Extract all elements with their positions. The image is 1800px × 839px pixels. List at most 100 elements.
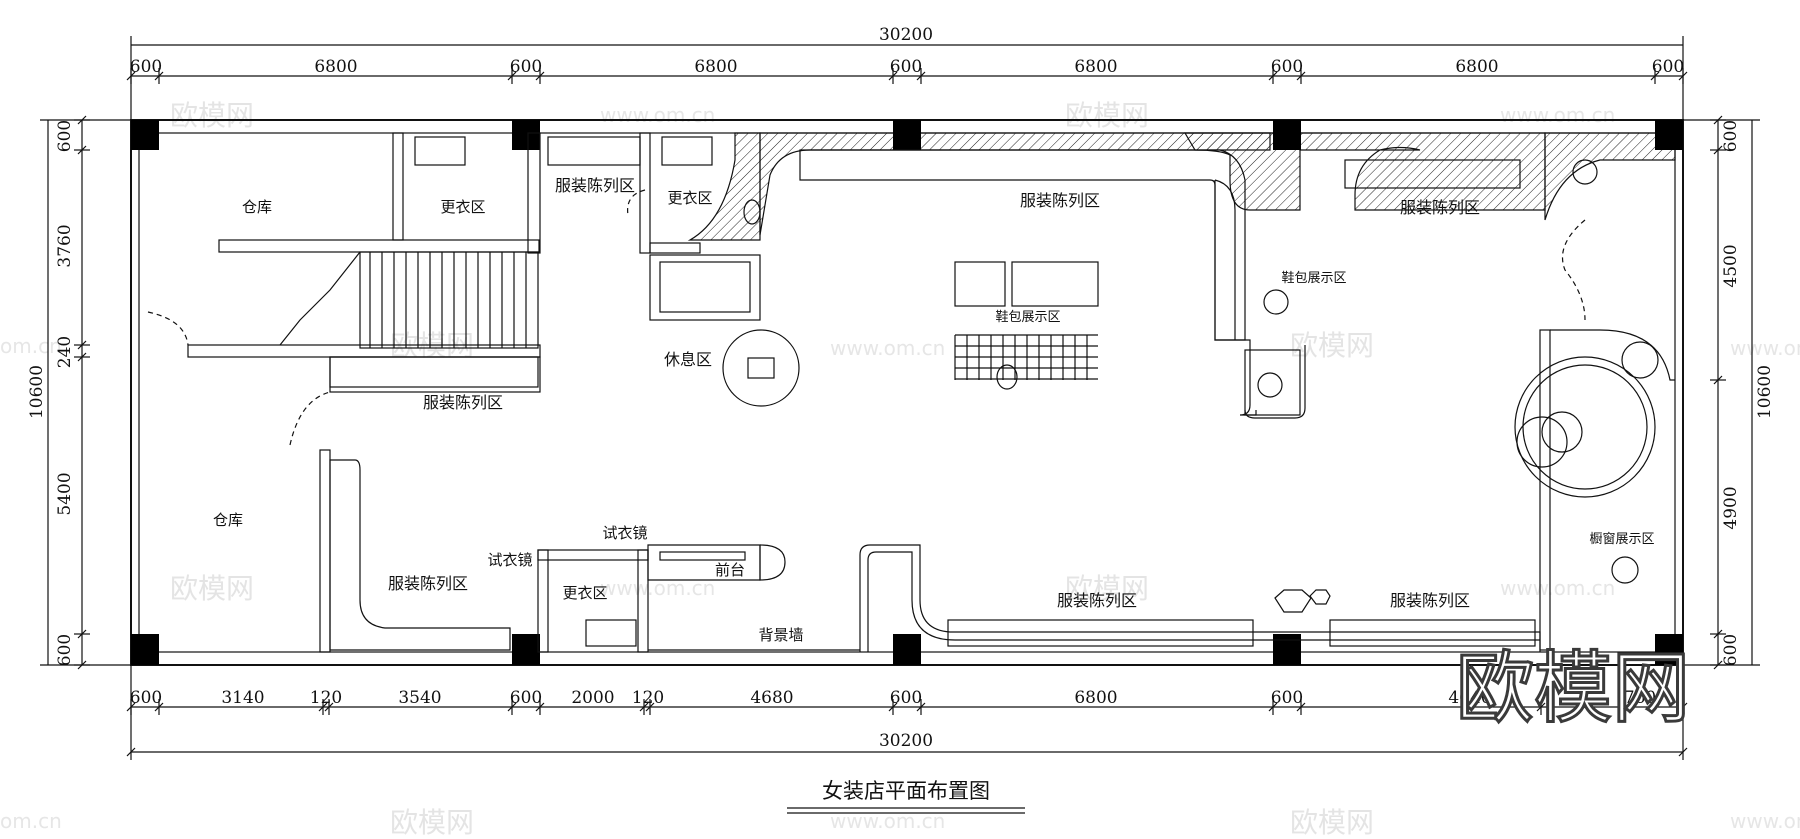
- label-clothing-top-right: 服装陈列区: [1400, 198, 1480, 217]
- dim-top: 6800: [1455, 57, 1498, 77]
- tick-mark: [1713, 375, 1723, 385]
- tick-mark: [639, 702, 649, 712]
- watermark-url: om.cn: [0, 809, 62, 833]
- dim-bottom: 3540: [398, 688, 441, 708]
- tick-mark: [888, 71, 898, 81]
- dim-right: 4500: [1721, 244, 1741, 287]
- label-shoes-bags-right: 鞋包展示区: [1281, 270, 1346, 286]
- watermark-brand: 欧模网: [1065, 572, 1149, 605]
- label-clothing-bottom-right: 服装陈列区: [1390, 591, 1470, 610]
- tick-mark: [1678, 71, 1688, 81]
- label-clothing-top-center: 服装陈列区: [1020, 191, 1100, 210]
- room-labels: 仓库 更衣区 服装陈列区 更衣区 服装陈列区 服装陈列区 鞋包展示区 鞋包展示区…: [213, 176, 1655, 644]
- tick-mark: [1296, 702, 1306, 712]
- dim-bottom-total: 30200: [879, 731, 933, 751]
- doors: [147, 189, 1586, 446]
- dim-bottom: 120: [310, 688, 342, 708]
- tick-mark: [1678, 702, 1688, 712]
- label-clothing-mid-left: 服装陈列区: [423, 393, 503, 412]
- label-storage-top: 仓库: [242, 198, 272, 216]
- tick-mark: [77, 352, 87, 362]
- hatched-walls: [687, 132, 1676, 241]
- dim-top: 6800: [1074, 57, 1117, 77]
- watermark-url: www.om.cn: [1500, 103, 1615, 127]
- dim-right-total: 10600: [1755, 365, 1775, 419]
- dimension-lines: [40, 36, 1760, 760]
- dim-top: 6800: [314, 57, 357, 77]
- dim-left: 5400: [55, 472, 75, 515]
- brand-logo-watermark: 欧模网: [1456, 644, 1690, 734]
- dim-bottom: 600: [130, 688, 162, 708]
- dim-top: 600: [1271, 57, 1303, 77]
- label-changing-top-left: 更衣区: [440, 198, 485, 216]
- dim-bottom: 3140: [221, 688, 264, 708]
- tick-mark: [318, 702, 328, 712]
- watermark-url: www.om.cn: [1730, 809, 1800, 833]
- dim-right: 600: [1721, 120, 1741, 152]
- dim-left: 3760: [55, 224, 75, 267]
- tick-mark: [916, 71, 926, 81]
- tick-mark: [1713, 115, 1723, 125]
- dim-bottom: 4680: [750, 688, 793, 708]
- tick-mark: [1713, 145, 1723, 155]
- tick-mark: [154, 71, 164, 81]
- dim-top: 600: [1652, 57, 1684, 77]
- tick-mark: [535, 71, 545, 81]
- watermark-url: www.om.cn: [1500, 576, 1615, 600]
- tick-mark: [645, 702, 655, 712]
- dim-left-total: 10600: [27, 365, 47, 419]
- tick-mark: [126, 747, 136, 757]
- watermark-brand: 欧模网: [170, 99, 254, 132]
- dim-right: 600: [1721, 634, 1741, 666]
- drawing-title: 女装店平面布置图: [822, 779, 990, 803]
- furniture: [329, 136, 1659, 651]
- tick-mark: [1268, 702, 1278, 712]
- dim-bottom: 6800: [1074, 688, 1117, 708]
- dim-right: 4900: [1721, 486, 1741, 529]
- watermark-brand: 欧模网: [1290, 329, 1374, 362]
- tick-mark: [77, 115, 87, 125]
- label-changing-top-mid: 更衣区: [667, 189, 712, 207]
- tick-mark: [154, 702, 164, 712]
- dim-left: 240: [55, 336, 75, 368]
- tick-mark: [507, 702, 517, 712]
- tick-mark: [77, 629, 87, 639]
- dim-bottom: 2000: [571, 688, 614, 708]
- tick-mark: [535, 702, 545, 712]
- watermark-brand: 欧模网: [1065, 99, 1149, 132]
- tick-mark: [916, 702, 926, 712]
- watermark-brand: 欧模网: [170, 572, 254, 605]
- dim-top: 6800: [694, 57, 737, 77]
- label-back-wall: 背景墙: [758, 626, 803, 644]
- dim-bottom: 760: [1624, 688, 1656, 708]
- interior-walls: [187, 132, 1675, 653]
- label-clothing-top-left: 服装陈列区: [555, 176, 635, 195]
- label-mirror-top: 试衣镜: [602, 524, 647, 542]
- structural-columns: [131, 120, 1683, 665]
- dim-bottom: 600: [510, 688, 542, 708]
- tick-mark: [126, 702, 136, 712]
- tick-mark: [1296, 71, 1306, 81]
- dim-top: 600: [510, 57, 542, 77]
- tick-mark: [507, 71, 517, 81]
- label-rest-area: 休息区: [664, 350, 712, 369]
- label-clothing-bottom-left: 服装陈列区: [388, 574, 468, 593]
- watermark-url: www.om.cn: [1730, 336, 1800, 360]
- watermark-brand: 欧模网: [390, 806, 474, 839]
- dim-bottom: 600: [890, 688, 922, 708]
- dimension-labels: 30200 600 6800 600 6800 600 6800 600 680…: [27, 25, 1775, 751]
- tick-mark: [1536, 702, 1546, 712]
- tick-mark: [1650, 71, 1660, 81]
- dim-left: 600: [55, 120, 75, 152]
- watermark-brand: 欧模网: [1290, 806, 1374, 839]
- label-shoes-bags-center: 鞋包展示区: [995, 309, 1060, 325]
- tick-mark: [1713, 660, 1723, 670]
- label-clothing-bottom-center: 服装陈列区: [1057, 591, 1137, 610]
- watermark-url: www.om.cn: [600, 103, 715, 127]
- label-mirror-left: 试衣镜: [487, 551, 532, 569]
- watermark-url: www.om.cn: [830, 336, 945, 360]
- dim-bottom: 600: [1271, 688, 1303, 708]
- dim-bottom: 120: [632, 688, 664, 708]
- tick-mark: [324, 702, 334, 712]
